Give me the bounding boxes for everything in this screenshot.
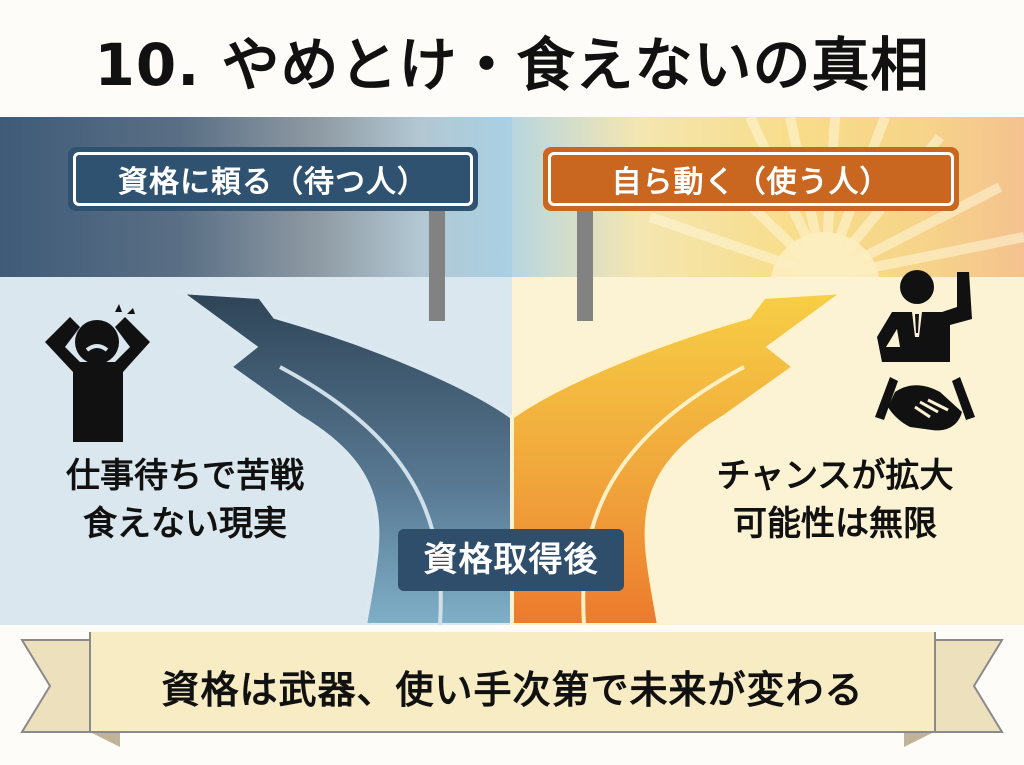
right-path-caption: チャンスが拡大 可能性は無限: [680, 452, 990, 548]
left-caption-line2: 食えない現実: [83, 504, 287, 544]
left-caption-line1: 仕事待ちで苦戦: [66, 456, 304, 496]
right-caption-line2: 可能性は無限: [733, 504, 937, 544]
sign-rely-on-qualification: 資格に頼る（待つ人）: [68, 147, 478, 211]
businessman-icon: [877, 270, 972, 362]
sign-post-right: [577, 211, 593, 321]
handshake-icon: [875, 377, 975, 431]
stressed-person-icon: [45, 304, 150, 442]
crossroads-scene: 資格に頼る（待つ人） 自ら動く（使う人） 仕事待ちで苦戦 食えない現実 チャンス…: [0, 117, 1024, 625]
right-caption-line1: チャンスが拡大: [716, 456, 954, 496]
left-path-caption: 仕事待ちで苦戦 食えない現実: [20, 452, 350, 548]
junction-label: 資格取得後: [398, 529, 624, 591]
page-title: 10. やめとけ・食えないの真相: [94, 31, 930, 99]
ribbon-banner: [20, 632, 1004, 747]
sign-post-left: [429, 211, 445, 321]
sign-act-yourself: 自ら動く（使う人）: [543, 147, 959, 211]
sign-right-label: 自ら動く（使う人）: [611, 165, 891, 200]
sign-left-label: 資格に頼る（待つ人）: [118, 165, 428, 200]
banner-message: 資格は武器、使い手次第で未来が変わる: [161, 668, 864, 712]
